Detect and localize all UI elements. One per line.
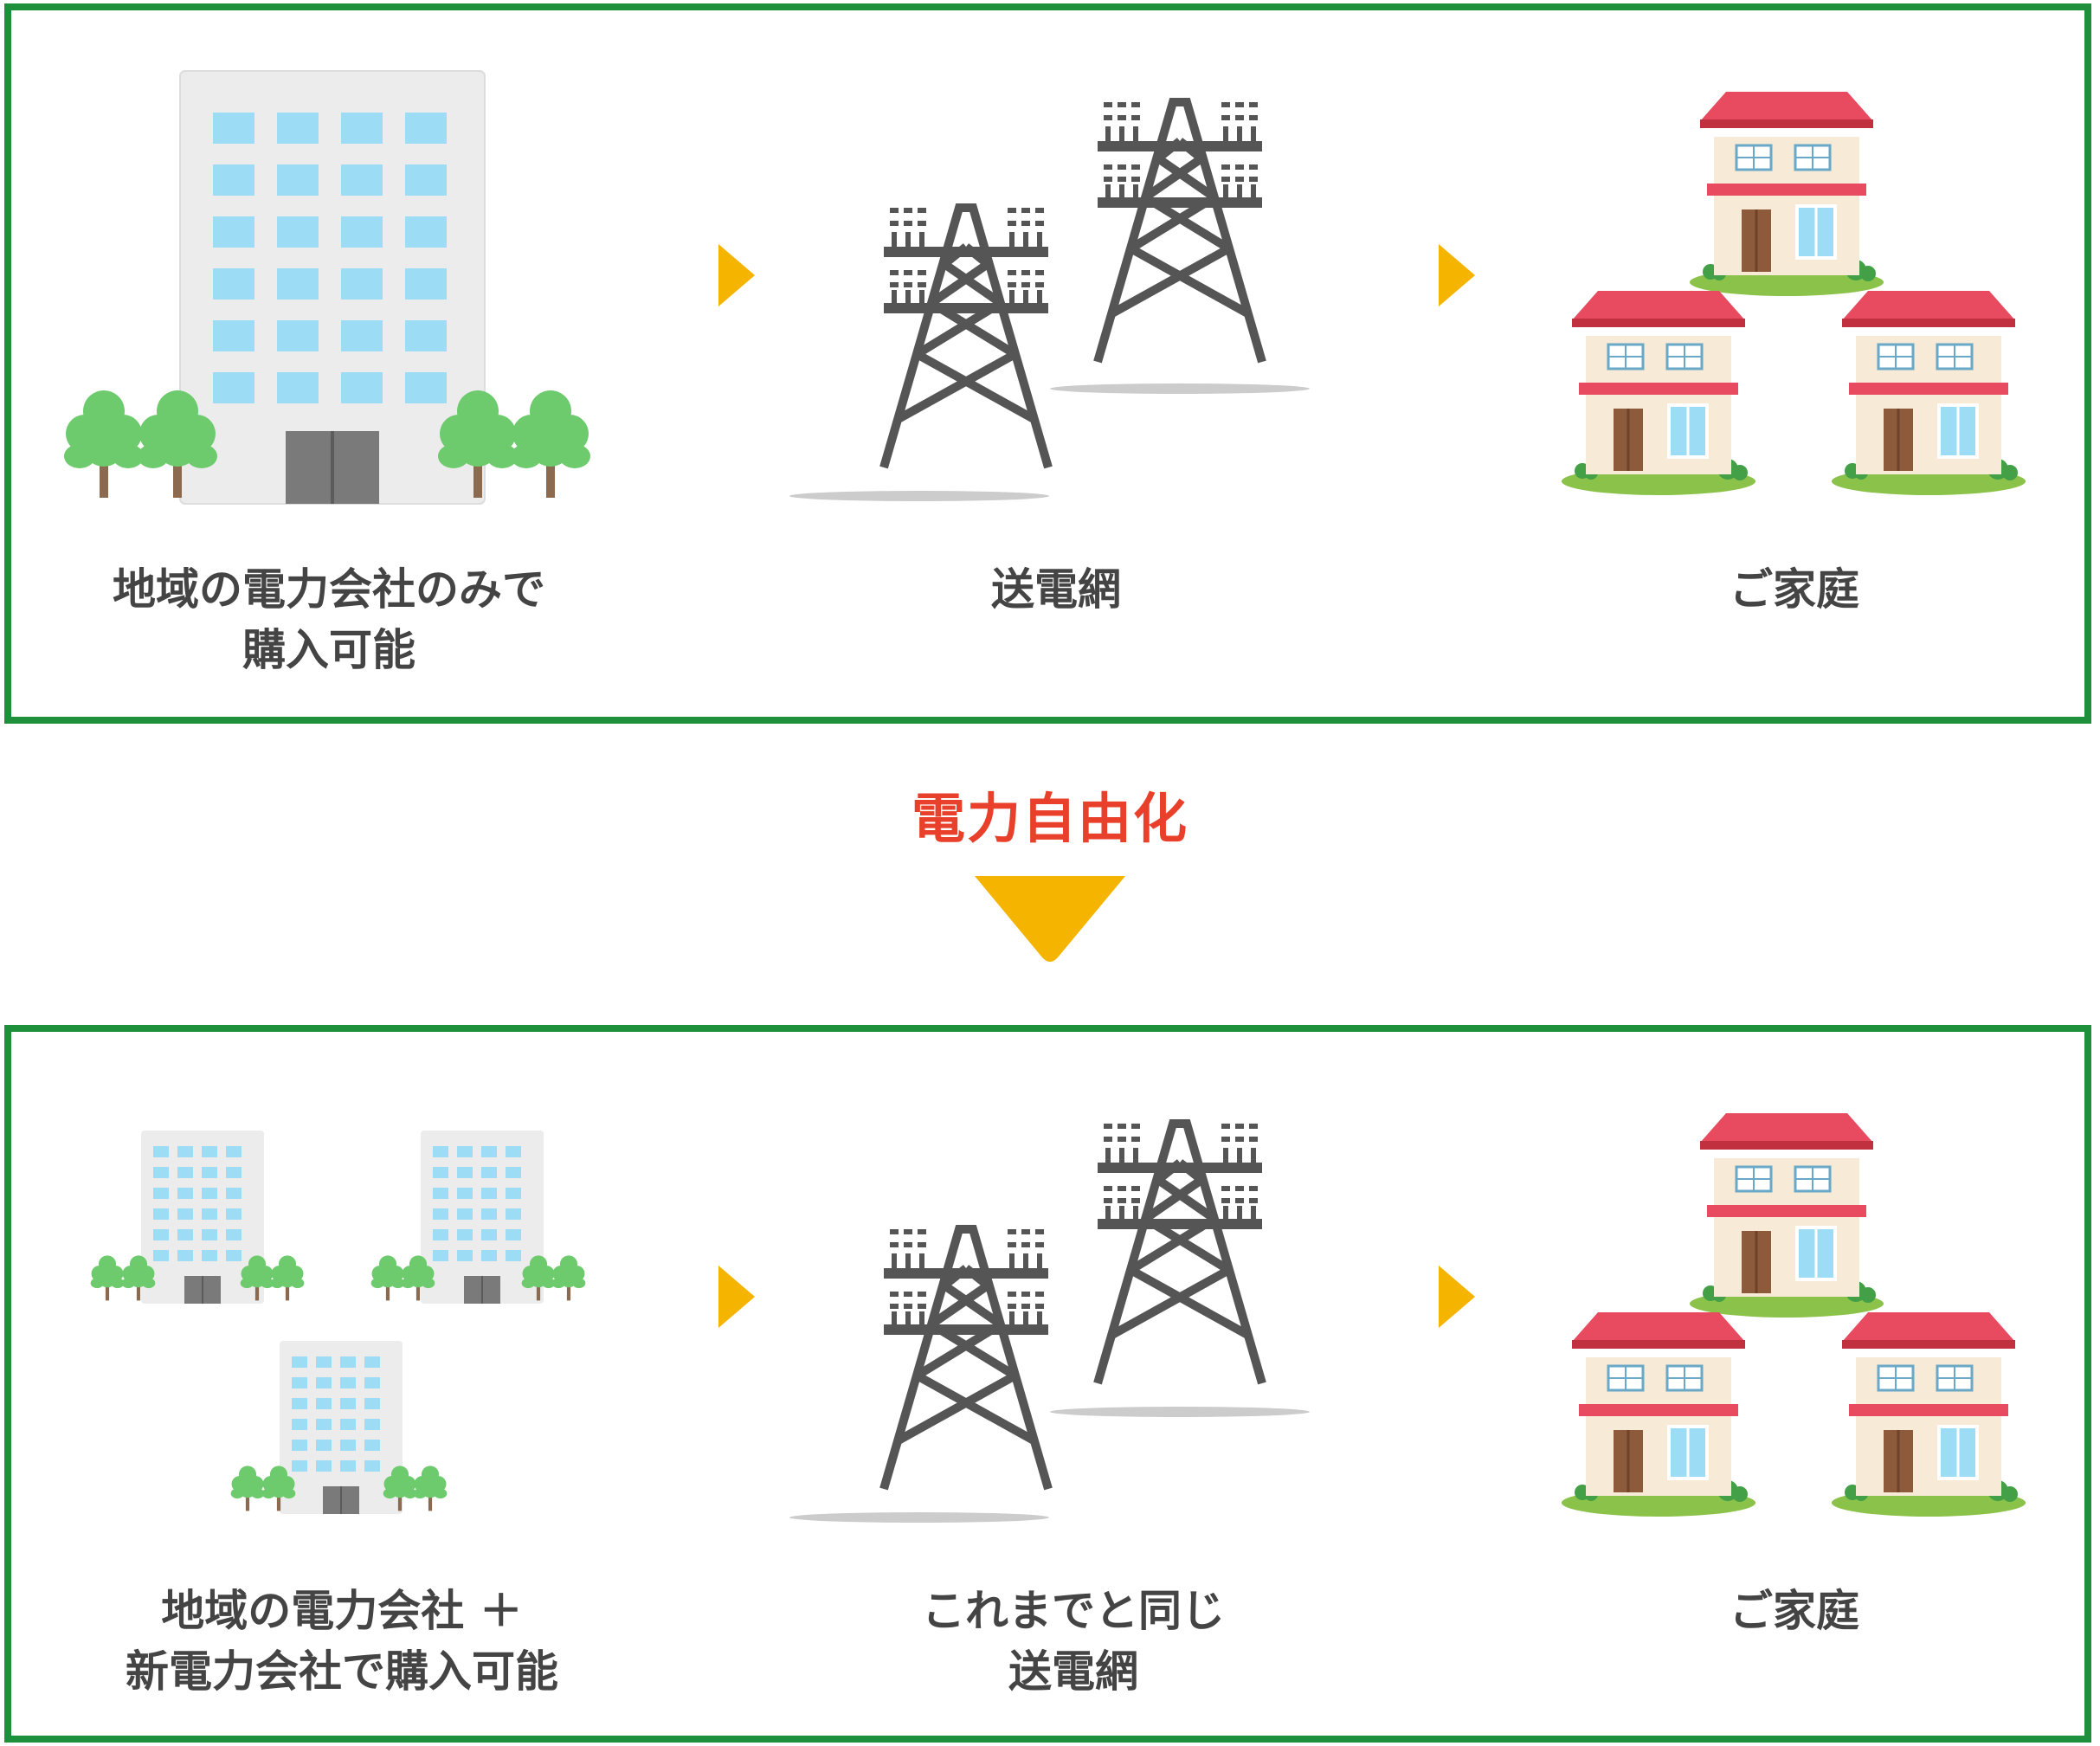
house-icon xyxy=(1830,1311,2027,1518)
tree-icon xyxy=(370,1255,405,1301)
transmission-tower-icon xyxy=(1098,1124,1262,1383)
before-grid-illustration xyxy=(789,102,1310,501)
tree-icon xyxy=(270,1255,305,1301)
tree-icon xyxy=(551,1255,586,1301)
tree-icon xyxy=(64,390,144,498)
after-supplier-label: 地域の電力会社 ＋ 新電力会社で購入可能 xyxy=(126,1586,558,1697)
office-building-icon xyxy=(279,1340,403,1515)
before-home-label: ご家庭 xyxy=(1730,564,1859,615)
transition-label: 電力自由化 xyxy=(911,787,1188,850)
tree-icon xyxy=(90,1255,125,1301)
arrow-down-icon xyxy=(975,876,1125,962)
transmission-tower-icon xyxy=(1098,102,1262,362)
transmission-tower-icon xyxy=(884,208,1048,467)
after-home-label: ご家庭 xyxy=(1730,1586,1859,1636)
office-building-icon xyxy=(178,69,486,506)
house-icon xyxy=(1688,1111,1885,1319)
tree-icon xyxy=(413,1466,448,1511)
after-grid-label: これまでと同じ 送電網 xyxy=(922,1586,1225,1697)
after-homes-illustration xyxy=(1560,1111,2027,1518)
tree-icon xyxy=(511,390,590,498)
arrow-right-icon xyxy=(718,244,755,306)
after-suppliers-illustration xyxy=(90,1130,586,1515)
house-icon xyxy=(1688,90,1885,298)
house-icon xyxy=(1560,289,1757,497)
before-supplier-label: 地域の電力会社のみで 購入可能 xyxy=(113,564,545,675)
tree-icon xyxy=(230,1466,265,1511)
house-icon xyxy=(1830,289,2027,497)
after-grid-illustration xyxy=(789,1124,1310,1523)
house-icon xyxy=(1560,1311,1757,1518)
arrow-right-icon xyxy=(1439,244,1475,306)
transmission-tower-icon xyxy=(884,1229,1048,1489)
before-grid-label: 送電網 xyxy=(991,564,1121,615)
arrow-right-icon xyxy=(1439,1266,1475,1328)
arrow-right-icon xyxy=(718,1266,755,1328)
before-homes-illustration xyxy=(1560,90,2027,497)
before-supplier-illustration xyxy=(64,69,590,506)
